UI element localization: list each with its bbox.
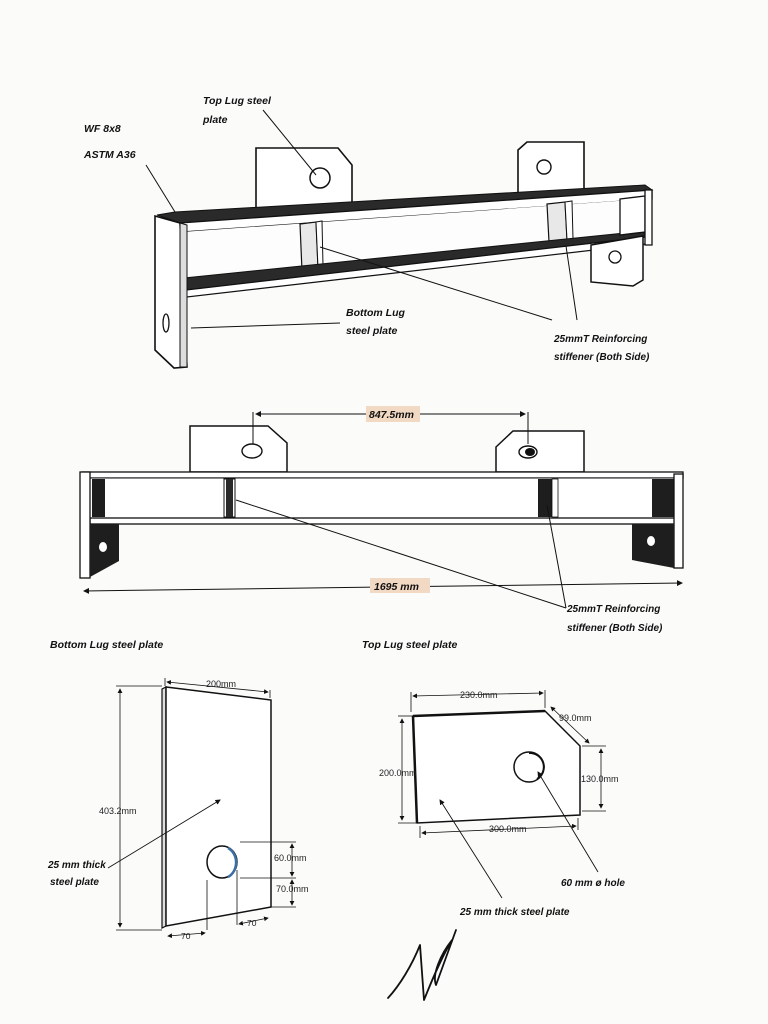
signature [387,929,457,1001]
iso-stiffener-label-1: 25mmT Reinforcing [553,334,647,345]
iso-top-lug-label-2: plate [202,114,228,126]
top-lug-title: Top Lug steel plate [362,639,457,651]
hole-offset-top: 60.0mm [274,853,307,863]
iso-bottom-lug-right [590,189,653,287]
hole-offset-bottom: 70.0mm [276,884,309,894]
bottom-lug-thickness-1: 25 mm thick [47,860,106,871]
front-view: 847.5mm 1695 mm 25mmT Reinforcing stiffe… [79,406,684,634]
front-bottom-lug-right [632,524,674,568]
top-lug-top-width: 230.0mm [460,690,498,700]
beam-grade-label: ASTM A36 [83,149,136,161]
front-top-lug-left [189,425,288,473]
bottom-lug-width: 200mm [206,679,236,689]
overall-length-highlight [370,578,430,593]
top-lug-height-left: 200.0mm [379,768,417,778]
bottom-lug-height: 403.2mm [99,806,137,816]
iso-bottom-lug-label-1: Bottom Lug [346,307,405,319]
front-beam [79,471,684,579]
iso-stiffener-label-2: stiffener (Both Side) [554,352,650,363]
iso-top-lug-right [517,141,585,196]
iso-top-lug-label-1: Top Lug steel [203,95,272,107]
front-stiffener-label-2: stiffener (Both Side) [567,623,663,634]
front-top-lug-right [495,430,585,473]
hole-edge-left: 70 [181,931,191,941]
overall-length-dimension: 1695 mm [374,581,419,593]
iso-bottom-lug-left [154,214,188,369]
top-lug-height-right: 130.0mm [581,774,619,784]
bottom-lug-detail: Bottom Lug steel plate 200mm 403.2mm 60.… [47,639,309,941]
isometric-view: WF 8x8 ASTM A36 Top Lug steel plate Bott… [83,95,654,369]
front-bottom-lug-left [90,524,119,577]
top-lug-detail: Top Lug steel plate 230.0mm 99.0mm 200.0… [362,639,625,918]
lug-spacing-highlight [366,406,420,422]
iso-top-lug-left [255,147,353,213]
top-lug-bottom-width: 300.0mm [489,824,527,834]
beam-size-label: WF 8x8 [84,123,121,135]
top-lug-chamfer: 99.0mm [559,713,592,723]
bottom-lug-title: Bottom Lug steel plate [50,639,163,651]
top-lug-hole-label: 60 mm ø hole [561,878,625,889]
bottom-lug-thickness-2: steel plate [50,877,99,888]
lug-spacing-dimension: 847.5mm [369,409,414,421]
iso-bottom-lug-label-2: steel plate [346,325,398,337]
hole-edge-right: 70 [247,918,257,928]
iso-stiffeners [299,200,574,272]
top-lug-thickness-label: 25 mm thick steel plate [459,907,570,918]
front-stiffener-label-1: 25mmT Reinforcing [566,604,660,615]
